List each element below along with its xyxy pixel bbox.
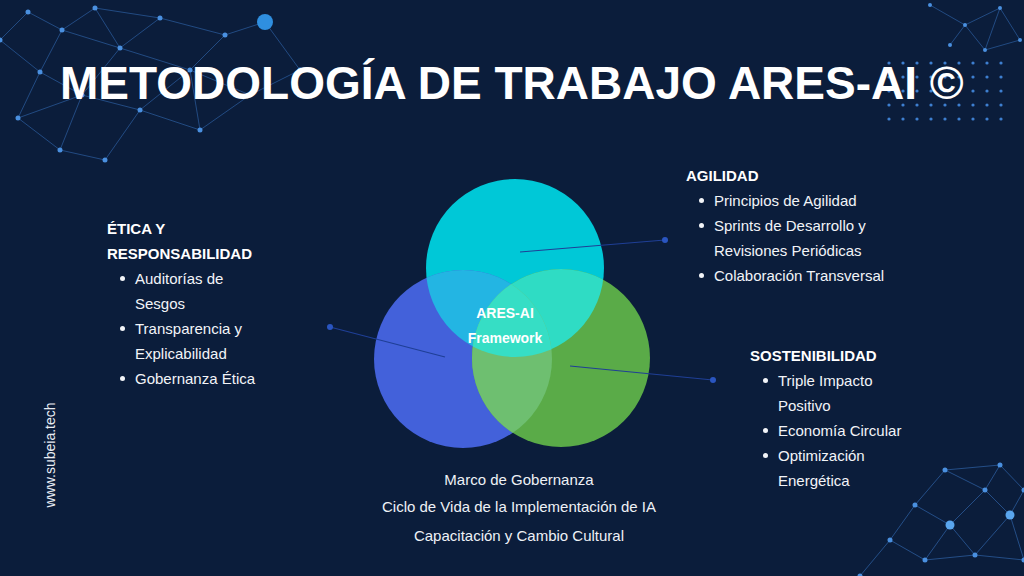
page-title: METODOLOGÍA DE TRABAJO ARES-AI © [60, 60, 964, 106]
bullet-text: Auditorías de Sesgos [135, 266, 265, 316]
bullet-item: Triple Impacto Positivo [750, 368, 950, 418]
bullet-dot [699, 273, 704, 278]
bullet-item: Economía Circular [750, 418, 950, 443]
network-dots [860, 465, 1024, 576]
bullet-text: Transparencia y Explicabilidad [135, 316, 265, 366]
bullet-dot [699, 223, 704, 228]
bullet-dot [763, 428, 768, 433]
bullet-item: Gobernanza Ética [107, 366, 267, 391]
center-label: ARES-AI Framework [455, 301, 555, 351]
bullet-dot [699, 198, 704, 203]
network-bottom-right [860, 465, 1024, 576]
bullet-dot [120, 376, 125, 381]
bullet-item: Optimización Energética [750, 443, 950, 493]
bullet-dot [120, 276, 125, 281]
bullet-item: Sprints de Desarrollo y Revisiones Perió… [686, 213, 904, 263]
category-heading: ÉTICA Y RESPONSABILIDAD [107, 216, 267, 266]
bullet-item: Auditorías de Sesgos [107, 266, 267, 316]
bullet-dot [763, 453, 768, 458]
sustainability-circle: SOSTENIBILIDADTriple Impacto PositivoEco… [472, 269, 650, 447]
overlap-blue-green [374, 270, 552, 448]
leader-line [520, 240, 665, 252]
overlap-cyan-blue [426, 179, 604, 357]
network-highlight-dot [946, 521, 955, 530]
circle-shape [472, 269, 650, 447]
bullet-text: Economía Circular [778, 418, 913, 443]
leader-line [570, 366, 713, 380]
category-heading: SOSTENIBILIDAD [750, 343, 950, 368]
category-text: AGILIDADPrincipios de AgilidadSprints de… [686, 163, 904, 288]
category-heading-row: ÉTICA Y RESPONSABILIDAD [107, 216, 267, 266]
pillar-note: Ciclo de Vida de la Implementación de IA [299, 494, 739, 519]
pillar-note: Marco de Gobernanza [299, 467, 739, 492]
category-text: ÉTICA Y RESPONSABILIDADAuditorías de Ses… [107, 216, 267, 391]
pillar-note: Capacitación y Cambio Cultural [299, 523, 739, 548]
overlap-center-group [426, 179, 604, 357]
leader-dot [327, 324, 333, 330]
leader-dot [662, 237, 668, 243]
overlap-cyan-green [426, 179, 604, 357]
bullet-item: Colaboración Transversal [686, 263, 904, 288]
network-lines [930, 5, 1020, 50]
bullet-text: Colaboración Transversal [714, 263, 904, 288]
venn-circle [472, 269, 650, 447]
bullet-item: Principios de Agilidad [686, 188, 904, 213]
bullet-text: Triple Impacto Positivo [778, 368, 913, 418]
category-heading-row: AGILIDAD [686, 163, 904, 188]
bullet-text: Optimización Energética [778, 443, 913, 493]
website-watermark: www.subeia.tech [40, 385, 60, 525]
bullet-text: Principios de Agilidad [714, 188, 904, 213]
network-highlight-dot [257, 14, 273, 30]
network-lines [860, 465, 1024, 576]
network-highlight-dot [1006, 511, 1015, 520]
overlap-center [426, 179, 604, 357]
network-dots [930, 5, 1020, 50]
category-text: SOSTENIBILIDADTriple Impacto PositivoEco… [750, 343, 950, 493]
leader-dot [710, 377, 716, 383]
bullet-dot [763, 378, 768, 383]
bullet-text: Sprints de Desarrollo y Revisiones Perió… [714, 213, 904, 263]
bullet-dot [120, 326, 125, 331]
leader-line [330, 327, 445, 357]
category-heading: AGILIDAD [686, 163, 886, 188]
bullet-item: Transparencia y Explicabilidad [107, 316, 267, 366]
bullet-text: Gobernanza Ética [135, 366, 265, 391]
category-heading-row: SOSTENIBILIDAD [750, 343, 950, 368]
